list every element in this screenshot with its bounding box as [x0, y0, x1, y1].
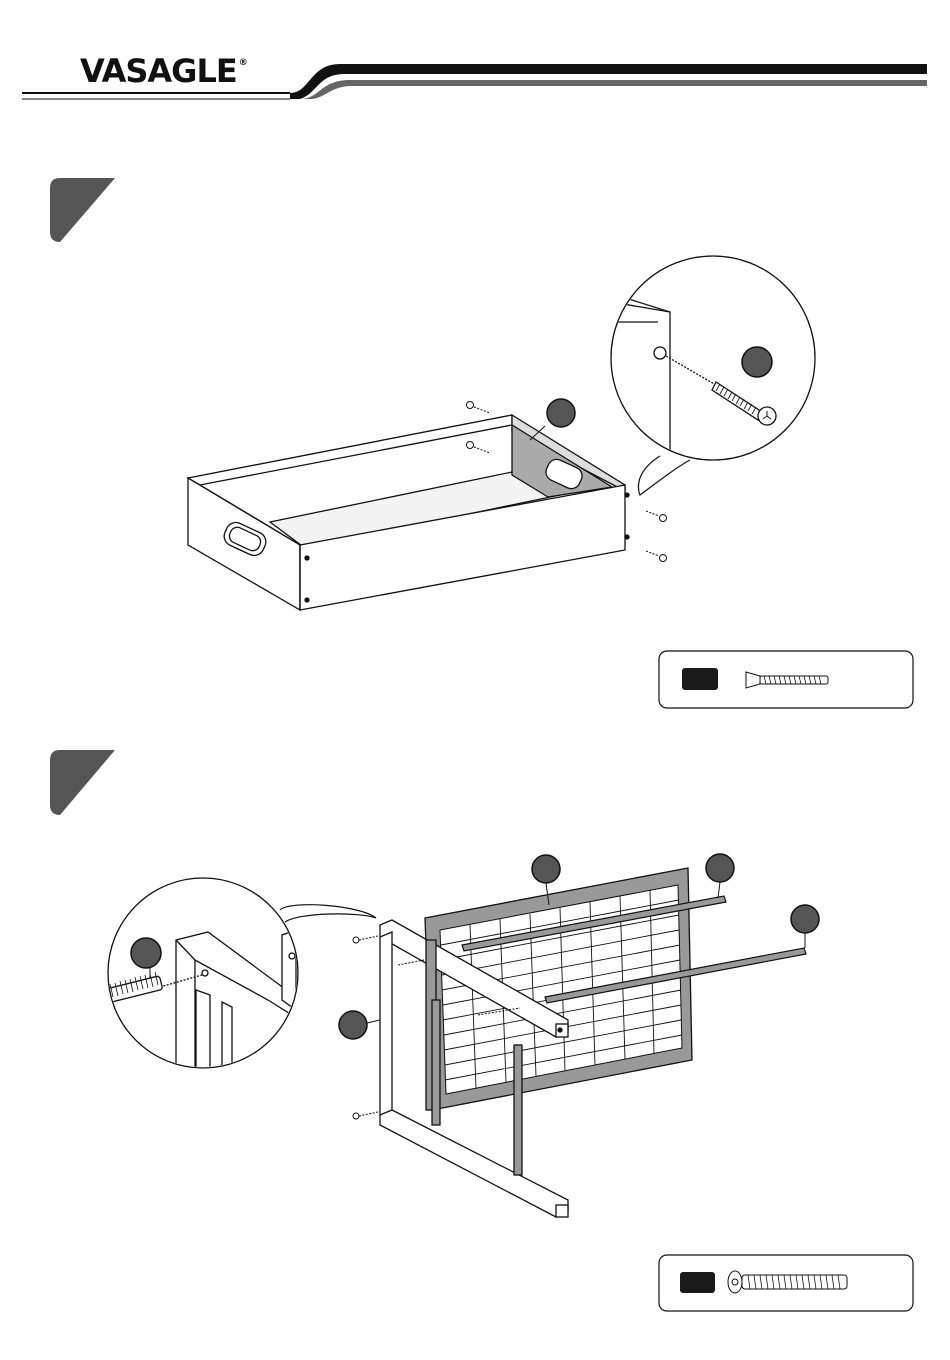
part-marker	[547, 399, 575, 427]
header-rule	[22, 64, 927, 99]
step-2-badge	[50, 750, 115, 815]
zoom-detail-circle	[78, 878, 376, 1080]
mesh-panel-illustration	[425, 868, 692, 1110]
hardware-legend-box	[659, 1255, 913, 1311]
step-1-badge	[50, 178, 115, 242]
hardware-legend-box	[659, 651, 913, 708]
drawer-box-illustration	[188, 415, 629, 610]
zoom-detail-circle	[600, 256, 815, 495]
